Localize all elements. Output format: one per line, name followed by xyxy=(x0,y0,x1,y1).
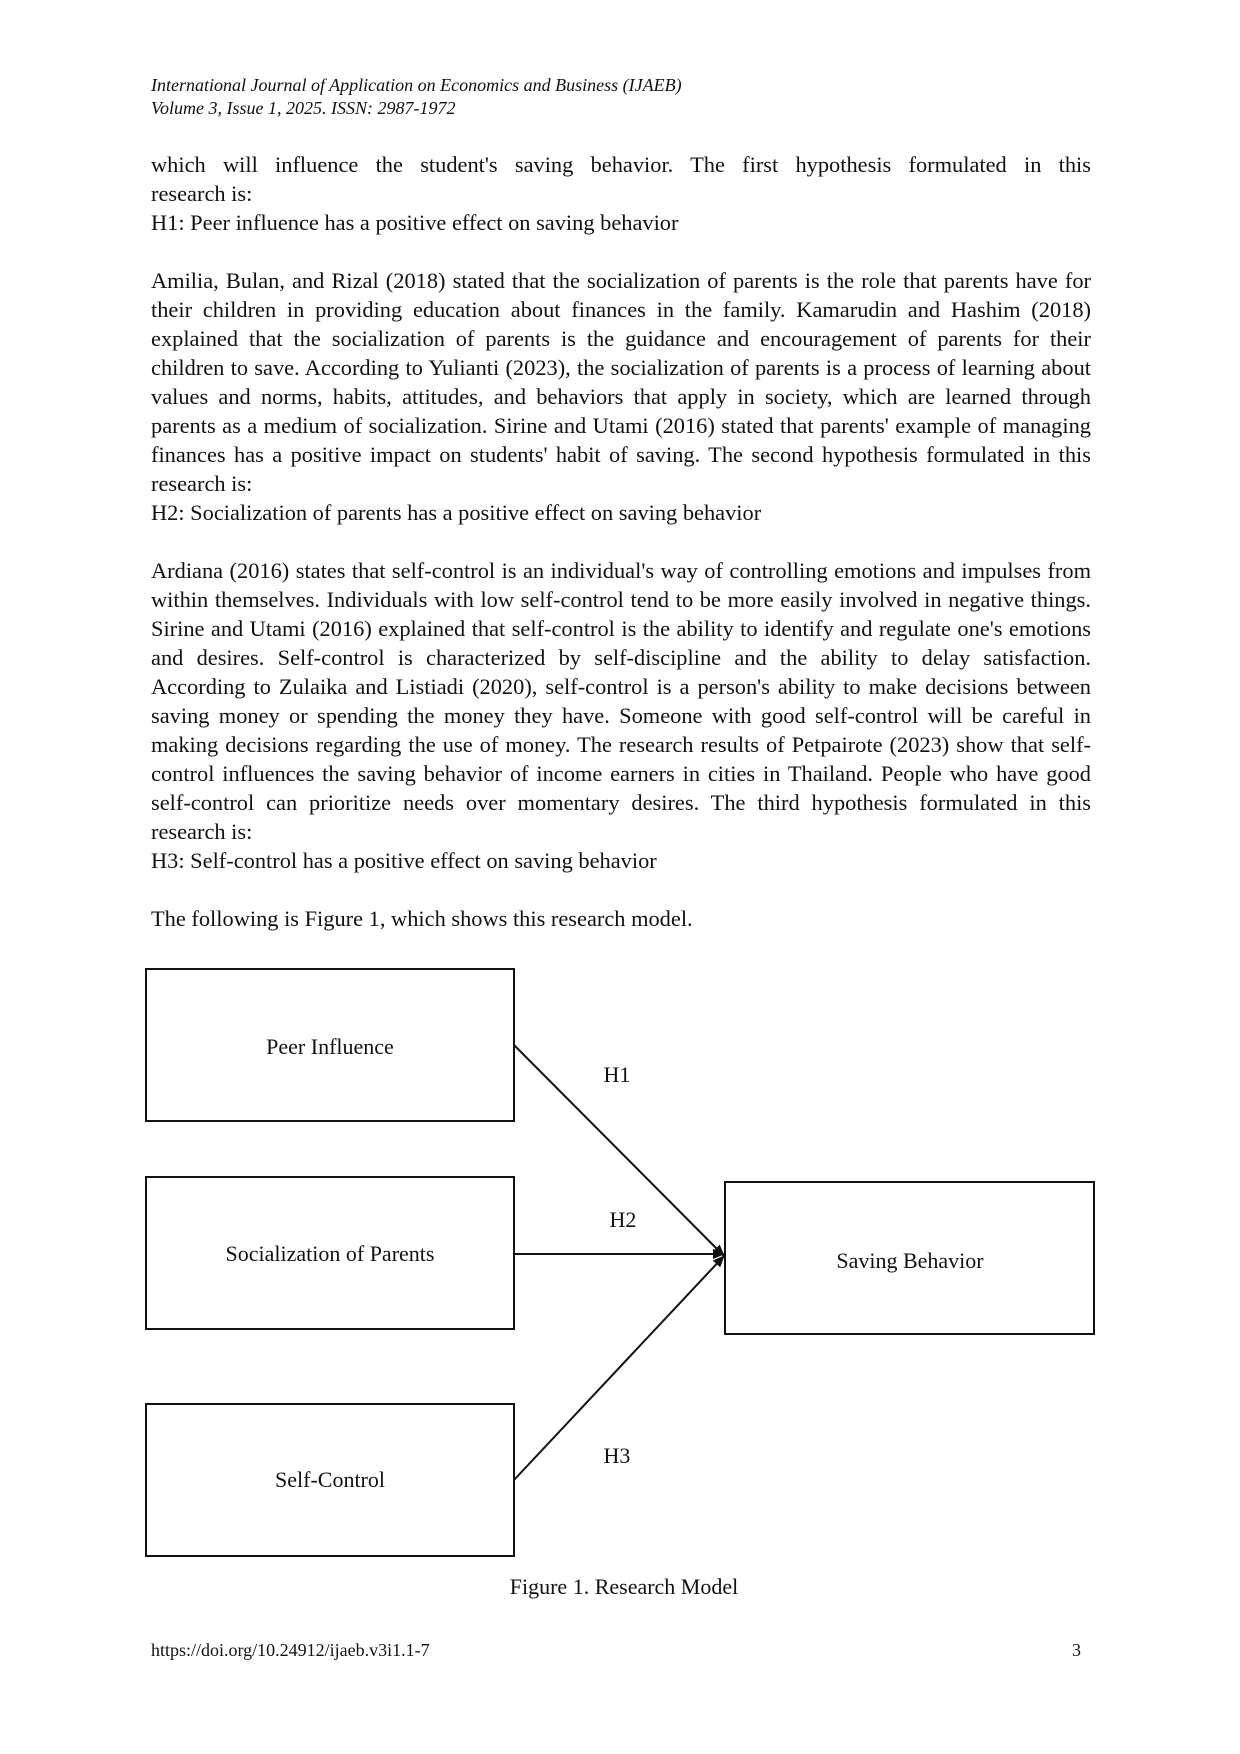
peer-influence-label: Peer Influence xyxy=(266,1034,394,1059)
body-text: which will influence the student's savin… xyxy=(151,150,1091,933)
label-h1: H1 xyxy=(604,1062,631,1087)
figure-intro: The following is Figure 1, which shows t… xyxy=(151,906,693,931)
paragraph-3: Ardiana (2016) states that self-control … xyxy=(151,558,1091,844)
label-h2: H2 xyxy=(610,1207,637,1232)
paragraph-1-line-1: which will influence the student's savin… xyxy=(151,152,1091,177)
journal-title: International Journal of Application on … xyxy=(151,75,682,95)
page-number: 3 xyxy=(1072,1640,1081,1660)
doi-link[interactable]: https://doi.org/10.24912/ijaeb.v3i1.1-7 xyxy=(151,1640,430,1660)
arrow-h3 xyxy=(513,1255,725,1481)
hypothesis-h2: H2: Socialization of parents has a posit… xyxy=(151,500,762,525)
figure-caption: Figure 1. Research Model xyxy=(510,1574,739,1599)
volume-issue: Volume 3, Issue 1, 2025. ISSN: 2987-1972 xyxy=(151,98,456,118)
saving-behavior-label: Saving Behavior xyxy=(836,1248,984,1273)
saving-behavior-box xyxy=(724,1181,1095,1335)
paragraph-2: Amilia, Bulan, and Rizal (2018) stated t… xyxy=(151,268,1091,496)
hypothesis-h1: H1: Peer influence has a positive effect… xyxy=(151,210,679,235)
label-h3: H3 xyxy=(604,1443,631,1468)
paragraph-1-line-2: research is: xyxy=(151,181,253,206)
hypothesis-h3: H3: Self-control has a positive effect o… xyxy=(151,848,657,873)
arrow-h1 xyxy=(513,1044,725,1257)
socialization-of-parents-label: Socialization of Parents xyxy=(226,1241,435,1266)
self-control-label: Self-Control xyxy=(275,1467,385,1492)
running-header: International Journal of Application on … xyxy=(151,74,1091,120)
